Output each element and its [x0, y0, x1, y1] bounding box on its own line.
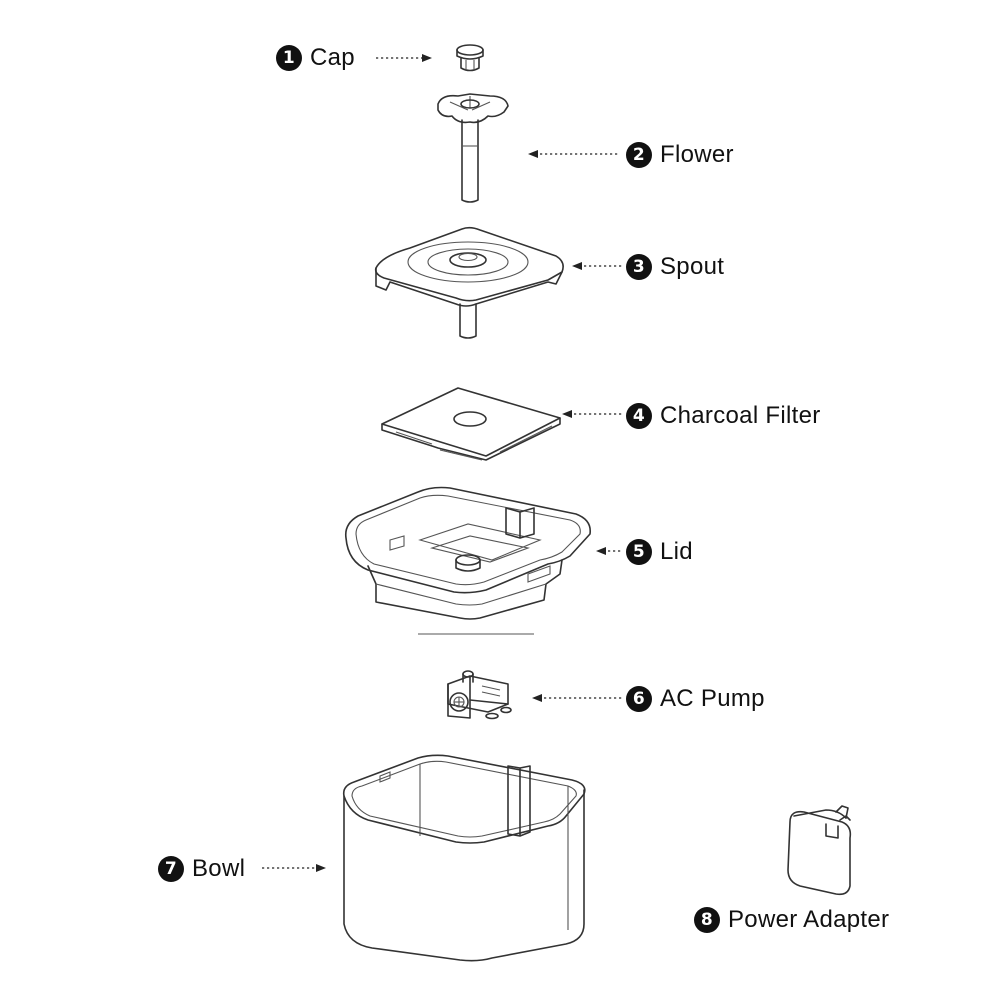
part-name: Cap — [310, 44, 355, 71]
power-adapter-illustration — [787, 805, 852, 896]
arrow-lid — [596, 547, 606, 555]
part-name: Flower — [660, 141, 734, 168]
leader-lines — [262, 54, 622, 872]
part-name: Charcoal Filter — [660, 402, 821, 429]
part-name: Bowl — [192, 855, 246, 882]
part-number-badge: 5 — [626, 539, 652, 565]
part-label-ac-pump: 6 AC Pump — [626, 685, 765, 713]
lid-illustration — [344, 486, 592, 635]
part-number-badge: 4 — [626, 403, 652, 429]
arrow-bowl — [316, 864, 326, 872]
charcoal-filter-illustration — [381, 387, 561, 461]
part-label-spout: 3 Spout — [626, 253, 724, 281]
cap-illustration — [456, 44, 484, 72]
part-name: Power Adapter — [728, 906, 890, 933]
flower-illustration — [437, 93, 509, 203]
arrow-ac-pump — [532, 694, 542, 702]
part-label-cap: 1 Cap — [276, 44, 355, 72]
part-label-flower: 2 Flower — [626, 141, 734, 169]
part-number-badge: 2 — [626, 142, 652, 168]
part-label-power-adapter: 8 Power Adapter — [694, 906, 889, 934]
part-label-lid: 5 Lid — [626, 538, 693, 566]
part-number-badge: 7 — [158, 856, 184, 882]
part-label-charcoal-filter: 4 Charcoal Filter — [626, 402, 821, 430]
part-number-badge: 8 — [694, 907, 720, 933]
arrow-spout — [572, 262, 582, 270]
part-name: Lid — [660, 538, 693, 565]
arrow-charcoal-filter — [562, 410, 572, 418]
bowl-illustration — [342, 754, 586, 962]
part-name: AC Pump — [660, 685, 765, 712]
part-number-badge: 3 — [626, 254, 652, 280]
spout-illustration — [374, 226, 564, 339]
part-number-badge: 6 — [626, 686, 652, 712]
part-label-bowl: 7 Bowl — [158, 855, 245, 883]
ac-pump-illustration — [447, 670, 512, 720]
arrow-cap — [422, 54, 432, 62]
arrow-flower — [528, 150, 538, 158]
part-number-badge: 1 — [276, 45, 302, 71]
part-name: Spout — [660, 253, 725, 280]
